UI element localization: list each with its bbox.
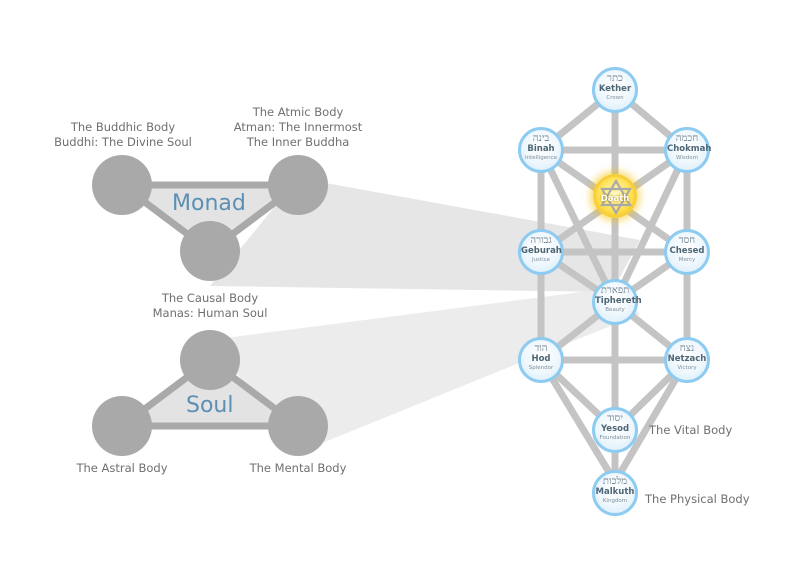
netzach-hebrew: נצח (679, 343, 695, 354)
malkuth-name: Malkuth (595, 487, 635, 497)
tiphereth-meaning: Beauty (605, 307, 625, 313)
sephirah-binah: בינה Binah Intelligence (518, 127, 564, 173)
physical-body-label: The Physical Body (645, 492, 750, 506)
kether-name: Kether (598, 84, 632, 94)
atmic-body-node (268, 155, 328, 215)
mental-body-label: The Mental Body (249, 461, 347, 475)
sephirah-hod: הוד Hod Splendor (518, 337, 564, 383)
astral-body-node (92, 396, 152, 456)
chesed-meaning: Mercy (678, 257, 696, 263)
netzach-meaning: Victory (677, 365, 697, 371)
hod-hebrew: הוד (534, 343, 548, 354)
buddhic-body-subtitle: Buddhi: The Divine Soul (54, 135, 192, 149)
atmic-body-subtitle: Atman: The Innermost (233, 120, 363, 134)
atmic-body-title: The Atmic Body (252, 105, 344, 119)
sephirah-kether: כתר Kether Crown (592, 67, 638, 113)
sephirah-netzach: נצח Netzach Victory (664, 337, 710, 383)
sephirah-chesed: חסד Chesed Mercy (664, 229, 710, 275)
binah-hebrew: בינה (532, 133, 550, 144)
causal-body-label: The Causal Body Manas: Human Soul (140, 291, 280, 321)
chokmah-hebrew: חכמה (675, 133, 699, 144)
kether-meaning: Crown (606, 95, 624, 101)
human-soul-node (180, 330, 240, 390)
malkuth-meaning: Kingdom (602, 498, 628, 504)
netzach-name: Netzach (667, 354, 707, 364)
causal-body-subtitle: Manas: Human Soul (152, 306, 268, 320)
tiphereth-hebrew: תפארת (600, 285, 630, 296)
soul-title: Soul (186, 393, 234, 418)
yesod-meaning: Foundation (599, 435, 631, 441)
mental-body-node (268, 396, 328, 456)
soul-triangle (92, 330, 328, 456)
buddhic-body-node (92, 155, 152, 215)
kether-hebrew: כתר (607, 73, 623, 84)
sephirah-tiphereth: תפארת Tiphereth Beauty (592, 279, 642, 325)
sephirah-yesod: יסוד Yesod Foundation (592, 407, 638, 453)
tiphereth-name: Tiphereth (595, 296, 642, 306)
sephirah-malkuth: מלכות Malkuth Kingdom (592, 470, 638, 516)
daath-name: Daath (600, 194, 630, 204)
atmic-body-subtitle-2: The Inner Buddha (246, 135, 350, 149)
binah-meaning: Intelligence (524, 155, 557, 161)
yesod-name: Yesod (600, 424, 630, 434)
geburah-hebrew: גבורה (530, 235, 552, 246)
geburah-name: Geburah (521, 246, 562, 256)
hod-name: Hod (531, 354, 551, 364)
chesed-name: Chesed (669, 246, 705, 256)
causal-body-node (180, 221, 240, 281)
causal-body-title: The Causal Body (161, 291, 259, 305)
chokmah-meaning: Wisdom (676, 155, 698, 161)
yesod-hebrew: יסוד (607, 413, 623, 424)
buddhic-body-label: The Buddhic Body Buddhi: The Divine Soul (52, 120, 194, 150)
buddhic-body-title: The Buddhic Body (70, 120, 176, 134)
binah-name: Binah (527, 144, 555, 154)
hod-meaning: Splendor (528, 365, 554, 371)
vital-body-label: The Vital Body (649, 423, 733, 437)
monad-triangle (92, 155, 328, 281)
chesed-hebrew: חסד (678, 235, 696, 246)
monad-title: Monad (172, 191, 246, 216)
atmic-body-label: The Atmic Body Atman: The Innermost The … (228, 105, 368, 150)
star-of-david-icon (600, 178, 632, 216)
geburah-meaning: Justice (531, 257, 551, 263)
sephirah-daath: Daath (593, 174, 637, 218)
sephirah-chokmah: חכמה Chokmah Wisdom (664, 127, 712, 173)
chokmah-name: Chokmah (667, 144, 712, 154)
astral-body-label: The Astral Body (76, 461, 168, 475)
malkuth-hebrew: מלכות (602, 476, 628, 487)
sephirah-geburah: גבורה Geburah Justice (518, 229, 564, 275)
